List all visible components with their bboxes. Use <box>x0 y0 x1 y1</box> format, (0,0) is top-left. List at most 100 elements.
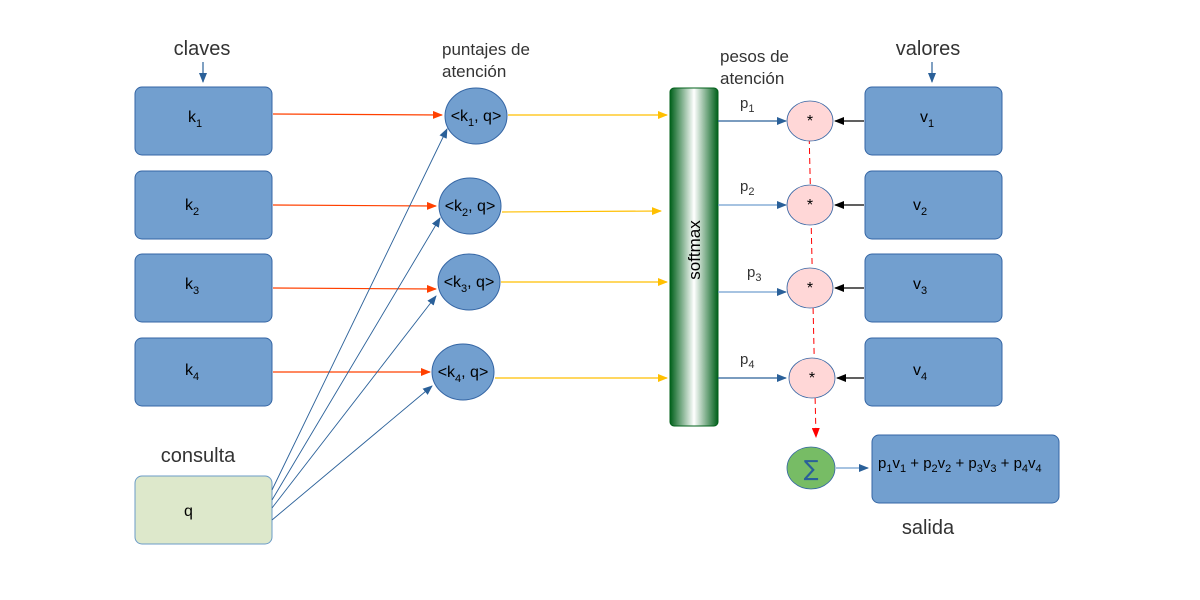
weight-3-base: p <box>747 264 755 281</box>
svg-text:p4: p4 <box>740 351 754 371</box>
score-3-sub: 3 <box>461 283 467 295</box>
weight-2-sub: 2 <box>748 186 754 198</box>
query-title: consulta <box>161 445 236 467</box>
arrow-query-score4 <box>271 385 433 521</box>
value-1-sub: 1 <box>928 118 934 130</box>
svg-text:p2: p2 <box>740 178 754 198</box>
output-term-sub-2: 1 <box>900 463 906 475</box>
svg-text:v1: v1 <box>920 109 934 130</box>
output-term-sub-8: 4 <box>1036 463 1042 475</box>
weight-4-base: p <box>740 351 748 368</box>
output-term-sub-1: 1 <box>886 463 892 475</box>
mult-3-symbol: * <box>807 280 813 297</box>
arrow-key3-score3 <box>272 284 437 293</box>
softmax-block: softmax <box>669 87 719 427</box>
score-node-2: <k2, q> <box>438 177 502 235</box>
svg-text:v3: v3 <box>913 276 927 297</box>
mult-4-symbol: * <box>809 370 815 387</box>
key-1-base: k <box>188 109 197 126</box>
score-node-4: <k4, q> <box>431 343 495 401</box>
value-1-base: v <box>920 109 928 126</box>
sum-node: ∑ <box>786 446 836 490</box>
score-1-post: , q> <box>474 108 501 125</box>
score-2-pre: <k <box>445 198 463 215</box>
value-2-base: v <box>913 197 921 214</box>
mult-node-1: * <box>786 100 834 142</box>
score-4-pre: <k <box>438 364 456 381</box>
value-3-base: v <box>913 276 921 293</box>
scores-title-line2: atención <box>442 62 506 81</box>
arrow-key1-score1 <box>272 110 443 119</box>
svg-text:<k1, q>: <k1, q> <box>451 108 502 129</box>
value-4-base: v <box>913 362 921 379</box>
key-box-4: k4 <box>134 337 273 407</box>
value-2-sub: 2 <box>921 206 927 218</box>
svg-text:v2: v2 <box>913 197 927 218</box>
output-term-6: v <box>983 455 991 472</box>
value-box-4: v4 <box>864 337 1003 407</box>
value-box-2: v2 <box>864 170 1003 240</box>
svg-text:v4: v4 <box>913 362 927 383</box>
score-1-pre: <k <box>451 108 469 125</box>
output-term-sub-5: 3 <box>977 463 983 475</box>
sum-icon: ∑ <box>804 457 819 482</box>
weight-1-base: p <box>740 95 748 112</box>
mult-2-symbol: * <box>807 197 813 214</box>
mult-node-4: * <box>788 357 836 399</box>
output-term-2: v <box>892 455 900 472</box>
key-box-2: k2 <box>134 170 273 240</box>
score-4-post: , q> <box>461 364 488 381</box>
output-term-1: p <box>878 455 886 472</box>
key-4-base: k <box>185 362 194 379</box>
arrow-query-score2 <box>271 217 441 501</box>
svg-text:k3: k3 <box>185 276 199 297</box>
arrow-query-score1 <box>271 128 448 491</box>
svg-text:k1: k1 <box>188 109 202 130</box>
weight-4-sub: 4 <box>748 359 754 371</box>
output-term-4: v <box>938 455 946 472</box>
output-term-5: + p <box>951 455 976 472</box>
weight-2-base: p <box>740 178 748 195</box>
scores-title-line1: puntajes de <box>442 40 530 59</box>
arrow-score2-softmax <box>501 207 662 216</box>
softmax-label: softmax <box>685 220 704 280</box>
score-4-sub: 4 <box>455 373 461 385</box>
mult-node-2: * <box>786 184 834 226</box>
value-box-3: v3 <box>864 253 1003 323</box>
score-3-post: , q> <box>467 274 494 291</box>
output-term-sub-3: 2 <box>932 463 938 475</box>
key-3-base: k <box>185 276 194 293</box>
key-box-1: k1 <box>134 86 273 156</box>
svg-text:<k3, q>: <k3, q> <box>444 274 495 295</box>
svg-text:k4: k4 <box>185 362 199 383</box>
mult-1-symbol: * <box>807 113 813 130</box>
svg-text:<k4, q>: <k4, q> <box>438 364 489 385</box>
value-box-1: v1 <box>864 86 1003 156</box>
svg-text:<k2, q>: <k2, q> <box>445 198 496 219</box>
output-term-sub-4: 2 <box>945 463 951 475</box>
key-box-3: k3 <box>134 253 273 323</box>
key-2-sub: 2 <box>193 206 199 218</box>
weights-title-line2: atención <box>720 69 784 88</box>
score-3-pre: <k <box>444 274 462 291</box>
svg-text:p3: p3 <box>747 264 761 284</box>
weights-title-line1: pesos de <box>720 47 789 66</box>
score-node-1: <k1, q> <box>444 87 508 145</box>
score-2-post: , q> <box>468 198 495 215</box>
output-term-sub-7: 4 <box>1022 463 1028 475</box>
value-4-sub: 4 <box>921 371 927 383</box>
key-2-base: k <box>185 197 194 214</box>
keys-title: claves <box>174 38 231 60</box>
value-3-sub: 3 <box>921 285 927 297</box>
output-box: p1v1 + p2v2 + p3v3 + p4v4 <box>871 434 1060 504</box>
weight-1-sub: 1 <box>748 103 754 115</box>
query-box: q <box>134 475 273 545</box>
output-term-sub-6: 3 <box>990 463 996 475</box>
key-4-sub: 4 <box>193 371 199 383</box>
mult-node-3: * <box>786 267 834 309</box>
values-title: valores <box>896 38 960 60</box>
weight-3-sub: 3 <box>755 272 761 284</box>
svg-text:p1: p1 <box>740 95 754 115</box>
svg-text:k2: k2 <box>185 197 199 218</box>
arrow-key2-score2 <box>272 201 437 210</box>
